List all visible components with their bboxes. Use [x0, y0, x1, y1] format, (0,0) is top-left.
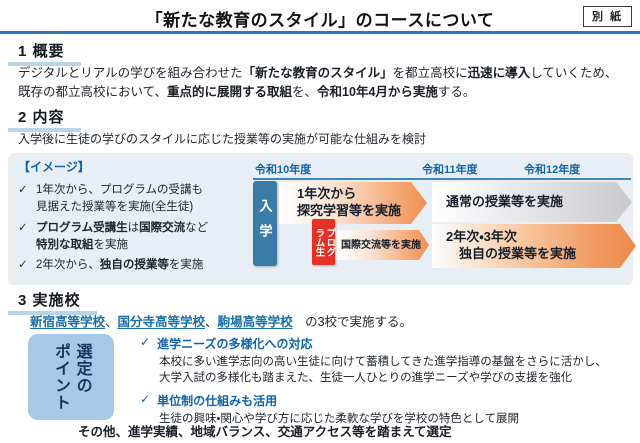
selection-points-content: ✓ 進学ニーズの多様化への対応 本校に多い進学志向の高い生徒に向けて蓄積してきた…	[140, 334, 634, 433]
timeline-axis	[253, 178, 631, 180]
image-bullet-list: ✓ 1年次から、プログラムの受講も 見据えた授業等を実施(全生徒) ✓ プログラ…	[18, 182, 256, 277]
selection-point-2-title: ✓ 単位制の仕組みも活用	[140, 392, 278, 409]
selection-point-2-body: 生徒の興味・関心や学び方に応じた柔軟な学びを学校の特色として展開	[159, 413, 520, 426]
check-icon: ✓	[18, 259, 28, 271]
selection-points-label: 選定の ポイント	[28, 334, 114, 420]
page-title: 「新たな教育のスタイル」のコースについて	[145, 11, 495, 30]
timeline-arrow-international: 国際交流等を実施	[335, 230, 429, 260]
selection-point-1-title: ✓ 進学ニーズの多様化への対応	[140, 335, 313, 351]
selection-point-1-body: 本校に多い進学志向の高い生徒に向けて蓄積してきた進学指導の基盤をさらに活かし、 …	[159, 356, 607, 385]
school-shinjuku: 新宿高等学校	[30, 315, 106, 329]
bullet-item: ✓ 1年次から、プログラムの受講も 見据えた授業等を実施(全生徒)	[18, 182, 256, 217]
school-list: 新宿高等学校、国分寺高等学校、駒場高等学校 の3校で実施する。	[30, 315, 413, 329]
check-icon: ✓	[18, 221, 28, 234]
title-divider	[0, 31, 640, 34]
school-kokubunji: 国分寺高等学校	[117, 315, 206, 329]
year-label-r10: 令和10年度	[255, 164, 312, 176]
section3-heading: 3 実施校	[8, 289, 97, 315]
section2-heading: 2 内容	[8, 106, 81, 132]
attachment-tag: 別 紙	[582, 6, 632, 27]
check-icon: ✓	[18, 184, 28, 196]
entry-box: 入学	[253, 181, 277, 266]
bullet-item: ✓ プログラム受講生は国際交流など 特別な取組を実施	[18, 220, 256, 255]
image-label: 【イメージ】	[18, 160, 90, 174]
program-student-box: プログ ラム生	[312, 219, 335, 265]
year-label-r11: 令和11年度	[422, 164, 478, 176]
section2-lead: 入学後に生徒の学びのスタイルに応じた授業等の実施が可能な仕組みを検討	[18, 132, 427, 146]
timeline-arrow-normal: 通常の授業等を実施	[432, 182, 632, 222]
check-icon: ✓	[140, 392, 151, 407]
check-icon: ✓	[140, 335, 151, 349]
timeline-arrow-explore: 1年次から 探究学習等を実施	[279, 182, 427, 224]
selection-footer-note: その他、進学実績、地域バランス、交通アクセス等を踏まえて選定	[78, 425, 452, 439]
section1-heading: 1 概要	[8, 40, 81, 66]
timeline-arrow-unique: 2年次・3年次 独自の授業等を実施	[432, 224, 636, 268]
year-label-r12: 令和12年度	[524, 164, 581, 176]
bullet-item: ✓ 2年次から、独自の授業等を実施	[18, 257, 256, 274]
section1-body: デジタルとリアルの学びを組み合わせた「新たな教育のスタイル」を都立高校に迅速に導…	[18, 66, 618, 100]
school-komaba: 駒場高等学校	[217, 315, 293, 329]
image-panel: 【イメージ】 ✓ 1年次から、プログラムの受講も 見据えた授業等を実施(全生徒)…	[8, 153, 633, 285]
